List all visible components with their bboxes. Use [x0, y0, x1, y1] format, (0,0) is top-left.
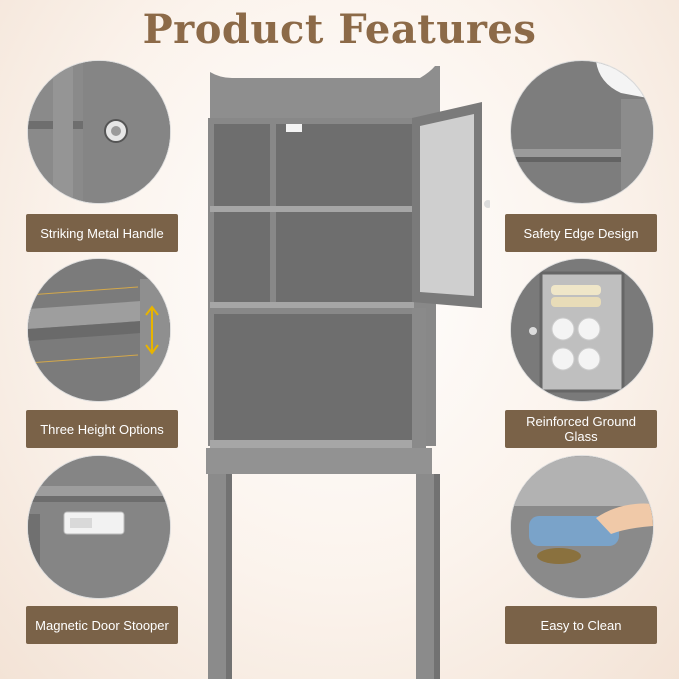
feature-label-magnet: Magnetic Door Stooper	[26, 606, 178, 644]
safety-edge-closeup	[510, 60, 654, 204]
metal-handle-closeup	[27, 60, 171, 204]
ground-glass-closeup	[510, 258, 654, 402]
feature-label-glass: Reinforced Ground Glass	[505, 410, 657, 448]
feature-label-handle: Striking Metal Handle	[26, 214, 178, 252]
feature-label-clean: Easy to Clean	[505, 606, 657, 644]
cabinet-illustration	[190, 62, 490, 679]
arrows-up-down-icon	[145, 305, 159, 355]
magnetic-stopper-closeup	[27, 455, 171, 599]
easy-clean-closeup	[510, 455, 654, 599]
page-title: Product Features	[142, 6, 537, 53]
height-options-closeup	[27, 258, 171, 402]
feature-label-height: Three Height Options	[26, 410, 178, 448]
feature-label-safety-edge: Safety Edge Design	[505, 214, 657, 252]
